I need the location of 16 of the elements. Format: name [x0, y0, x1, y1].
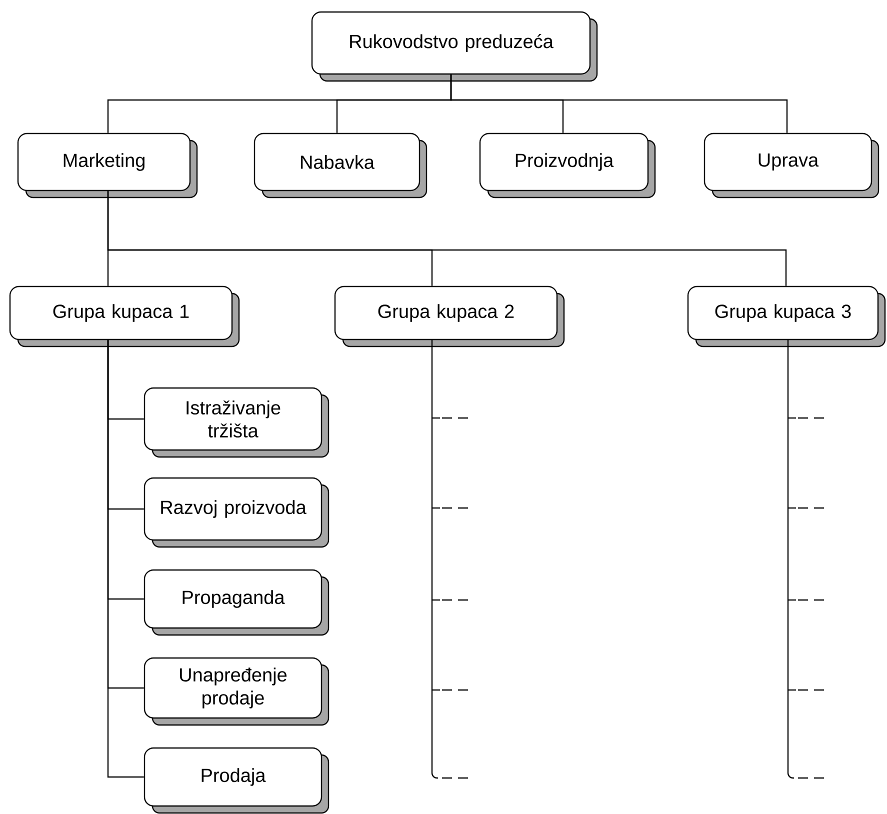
org-box: Grupa kupaca 3 — [687, 286, 886, 348]
org-box: Proizvodnja — [479, 132, 656, 198]
org-box: Grupa kupaca 1 — [9, 286, 240, 348]
org-box: Nabavka — [254, 132, 428, 198]
connector-line — [450, 74, 788, 133]
org-box: Istraživanje tržišta — [144, 387, 330, 458]
org-box: Grupa kupaca 2 — [334, 286, 565, 348]
org-box: Unapređenje prodaje — [144, 657, 330, 726]
org-box: Uprava — [704, 132, 880, 198]
org-box: Rukovodstvo preduzeća — [311, 11, 598, 82]
connector-line — [107, 191, 787, 286]
org-box: Razvoj proizvoda — [144, 477, 330, 548]
org-box: Prodaja — [144, 747, 330, 814]
org-box: Propaganda — [144, 569, 330, 636]
org-box: Marketing — [17, 132, 198, 198]
connector-line — [107, 340, 144, 778]
